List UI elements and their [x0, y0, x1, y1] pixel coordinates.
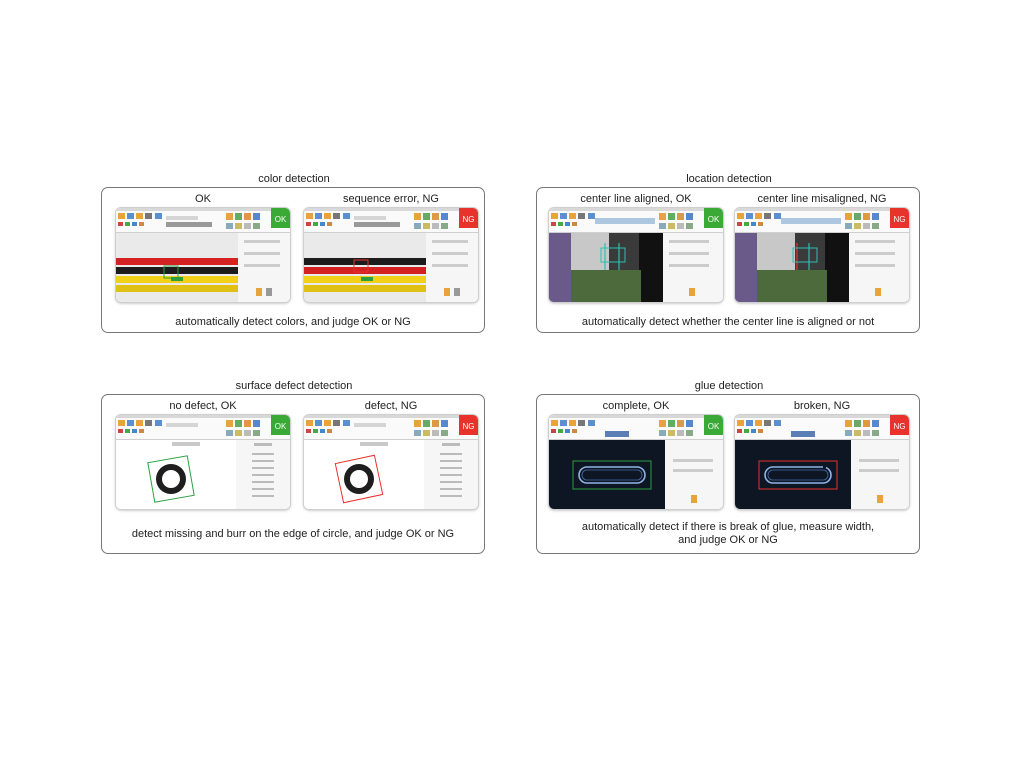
panel-label: no defect, OK [169, 400, 237, 412]
section-caption-line-1: automatically detect if there is break o… [581, 521, 875, 533]
section-caption: automatically detect whether the center … [581, 316, 875, 328]
panel-label: broken, NG [793, 400, 851, 412]
section-caption: detect missing and burr on the edge of c… [131, 528, 455, 540]
screenshot-thumbnail[interactable]: OK [116, 208, 290, 302]
status-badge: OK [708, 422, 720, 431]
panel-ng: broken, NG NG [735, 399, 909, 509]
panel-ng: defect, NG [304, 399, 478, 509]
section-box: complete, OK OK broke [536, 394, 920, 554]
screenshot-thumbnail[interactable]: NG [304, 415, 478, 509]
panel-ok: no defect, OK [116, 399, 290, 509]
panel-label: complete, OK [602, 400, 670, 412]
section-box: center line aligned, OK [536, 187, 920, 333]
status-badge: NG [463, 422, 475, 431]
status-badge: NG [894, 422, 906, 431]
panel-label: OK [195, 193, 211, 205]
panel-ng: center line misaligned, NG [735, 192, 909, 302]
section-title: location detection [686, 173, 772, 185]
panel-ng: sequence error, NG [304, 192, 478, 302]
panel-ok: center line aligned, OK [549, 192, 723, 302]
status-badge: OK [275, 422, 287, 431]
section-caption: automatically detect colors, and judge O… [175, 316, 411, 328]
section-caption-line-2: and judge OK or NG [678, 534, 778, 546]
status-badge: NG [894, 215, 906, 224]
panel-label: center line misaligned, NG [757, 193, 887, 205]
section-title: surface defect detection [235, 380, 353, 392]
status-badge: OK [708, 215, 720, 224]
screenshot-thumbnail[interactable]: NG [735, 208, 909, 302]
panel-label: center line aligned, OK [580, 193, 692, 205]
section-title: color detection [258, 173, 330, 185]
panel-label: defect, NG [364, 400, 418, 412]
section-box: no defect, OK [101, 394, 485, 554]
screenshot-thumbnail[interactable]: OK [549, 208, 723, 302]
panel-ok: OK [116, 192, 290, 302]
section-box: OK [101, 187, 485, 333]
status-badge: NG [463, 215, 475, 224]
screenshot-thumbnail[interactable]: OK [116, 415, 290, 509]
panel-ok: complete, OK OK [549, 399, 723, 509]
screenshot-thumbnail[interactable]: NG [735, 415, 909, 509]
status-badge: OK [275, 215, 287, 224]
screenshot-thumbnail[interactable]: NG [304, 208, 478, 302]
section-title: glue detection [694, 380, 764, 392]
screenshot-thumbnail[interactable]: OK [549, 415, 723, 509]
panel-label: sequence error, NG [343, 193, 439, 205]
